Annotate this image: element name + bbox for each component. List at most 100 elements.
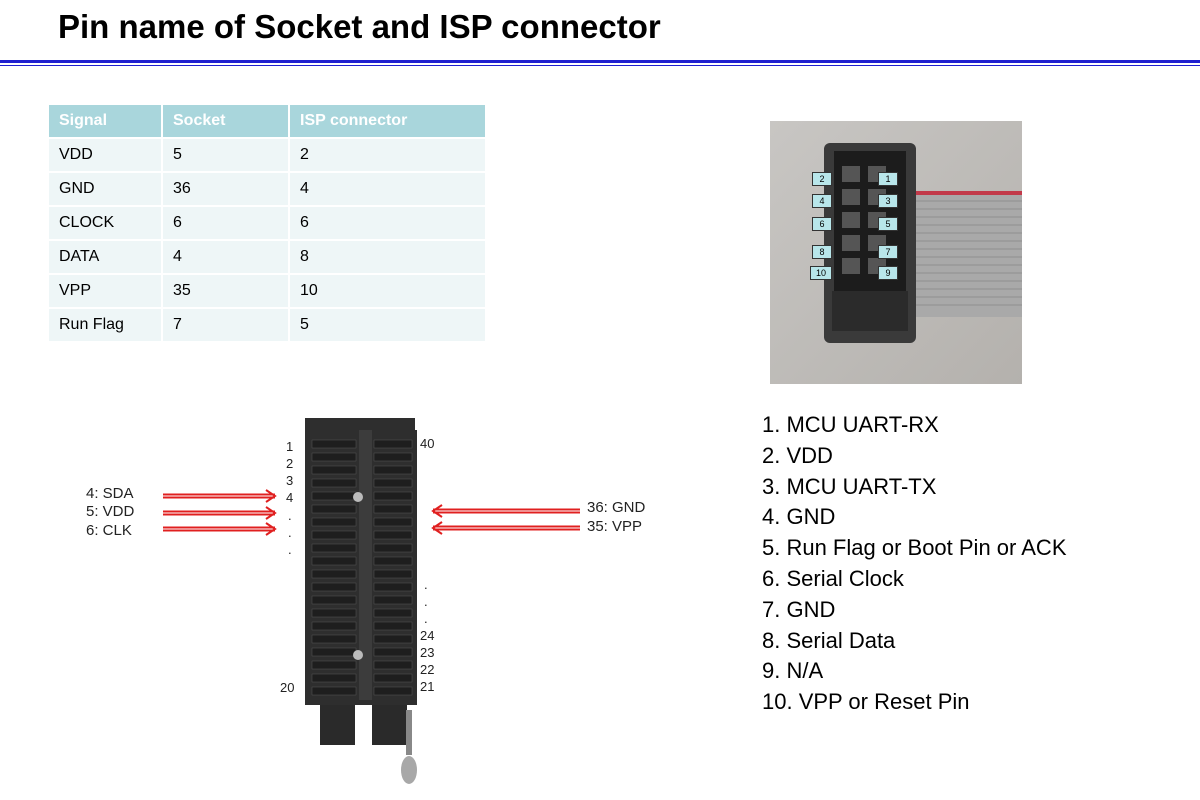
- table-cell: 7: [163, 309, 288, 341]
- left-signal-label: 6: CLK: [86, 522, 132, 539]
- socket-contact: [373, 608, 413, 618]
- socket-contact: [373, 569, 413, 579]
- socket-contact: [311, 595, 357, 605]
- pin-label: 10: [810, 266, 832, 280]
- socket-contact: [311, 465, 357, 475]
- pin-table: Signal Socket ISP connector VDD 5 2 GND …: [47, 103, 487, 343]
- table-header-socket: Socket: [163, 105, 288, 137]
- socket-contact: [311, 530, 357, 540]
- list-item: 8. Serial Data: [762, 627, 896, 653]
- socket-contact: [311, 439, 357, 449]
- list-item: 1. MCU UART-RX: [762, 412, 939, 437]
- list-item: 2. VDD: [762, 442, 833, 468]
- socket-contact: [373, 686, 413, 696]
- table-row: CLOCK 6 6: [49, 207, 485, 239]
- socket-contact: [373, 452, 413, 462]
- right-signal-label: 36: GND: [587, 499, 646, 516]
- table-cell: 6: [290, 207, 485, 239]
- pin-label: 1: [878, 172, 898, 186]
- socket-contact: [311, 556, 357, 566]
- table-row: DATA 4 8: [49, 241, 485, 273]
- socket-pin-number: 22: [420, 662, 435, 677]
- list-item: 7. GND: [762, 596, 836, 622]
- table-cell: Run Flag: [49, 309, 161, 341]
- zif-socket-diagram: 4: SDA 5: VDD 6: CLK 36: GND 35: VPP 1 2…: [60, 405, 680, 795]
- table-header-signal: Signal: [49, 105, 161, 137]
- socket-contact: [373, 595, 413, 605]
- table-cell: GND: [49, 173, 161, 205]
- socket-contact: [373, 530, 413, 540]
- socket-pin-number: 21: [420, 679, 435, 694]
- socket-contact: [311, 673, 357, 683]
- left-signal-label: 5: VDD: [86, 503, 135, 520]
- socket-contact: [311, 543, 357, 553]
- signal-arrow-head: [265, 506, 277, 520]
- signal-arrow-head: [431, 504, 443, 518]
- socket-contact: [373, 465, 413, 475]
- socket-pin-number: 3: [286, 473, 294, 488]
- table-cell: 5: [290, 309, 485, 341]
- left-signal-label: 4: SDA: [86, 485, 134, 502]
- socket-pin-number: 4: [286, 490, 294, 505]
- socket-pin-number: 23: [420, 645, 435, 660]
- title-divider-thin: [0, 65, 1200, 66]
- signal-arrow-head: [431, 521, 443, 535]
- socket-contact: [311, 608, 357, 618]
- signal-arrow-head: [265, 489, 277, 503]
- table-row: VDD 5 2: [49, 139, 485, 171]
- socket-contact: [311, 660, 357, 670]
- socket-contact: [311, 478, 357, 488]
- right-signal-label: 35: VPP: [587, 518, 643, 535]
- socket-contact: [311, 504, 357, 514]
- socket-contact: [311, 686, 357, 696]
- list-item: 6. Serial Clock: [762, 565, 904, 591]
- socket-contact: [311, 621, 357, 631]
- table-cell: 6: [163, 207, 288, 239]
- socket-contact: [373, 491, 413, 501]
- socket-pin-number: 40: [420, 436, 435, 451]
- table-cell: VPP: [49, 275, 161, 307]
- table-header-row: Signal Socket ISP connector: [49, 105, 485, 137]
- socket-contact: [373, 439, 413, 449]
- pin-function-list: 1. MCU UART-RX 2. VDD 3. MCU UART-TX 4. …: [762, 410, 1067, 718]
- page-title: Pin name of Socket and ISP connector: [58, 8, 661, 45]
- pin-label: 6: [812, 217, 832, 231]
- socket-pin-number: 2: [286, 456, 294, 471]
- table-cell: 4: [290, 173, 485, 205]
- pin-label: 7: [878, 245, 898, 259]
- table-row: GND 36 4: [49, 173, 485, 205]
- pin-label: 8: [812, 245, 832, 259]
- socket-contact: [311, 582, 357, 592]
- socket-pin-number: 1: [286, 439, 294, 454]
- table-cell: 5: [163, 139, 288, 171]
- pin-label: 5: [878, 217, 898, 231]
- table-row: Run Flag 7 5: [49, 309, 485, 341]
- table-cell: 36: [163, 173, 288, 205]
- table-cell: 4: [163, 241, 288, 273]
- socket-contact: [373, 543, 413, 553]
- table-cell: 35: [163, 275, 288, 307]
- ellipsis-dot: .: [424, 594, 428, 609]
- socket-contact: [373, 478, 413, 488]
- socket-contact: [373, 634, 413, 644]
- list-item: 5. Run Flag or Boot Pin or ACK: [762, 535, 1067, 561]
- socket-contact: [373, 660, 413, 670]
- pin-label: 2: [812, 172, 832, 186]
- isp-connector-photo: 2 4 6 8 10 1 3 5 7 9: [770, 121, 1022, 384]
- socket-contact: [311, 517, 357, 527]
- socket-contact: [373, 673, 413, 683]
- pin-label: 3: [878, 194, 898, 208]
- socket-contact: [373, 504, 413, 514]
- list-item: 9. N/A: [762, 658, 824, 684]
- socket-pin-number: 20: [280, 680, 295, 695]
- table-row: VPP 35 10: [49, 275, 485, 307]
- ellipsis-dot: .: [424, 577, 428, 592]
- socket-contact: [311, 491, 357, 501]
- socket-contact: [373, 582, 413, 592]
- pin-label: 9: [878, 266, 898, 280]
- table-cell: 2: [290, 139, 485, 171]
- table-header-isp: ISP connector: [290, 105, 485, 137]
- table-cell: 10: [290, 275, 485, 307]
- ellipsis-dot: .: [424, 611, 428, 626]
- socket-contact: [311, 569, 357, 579]
